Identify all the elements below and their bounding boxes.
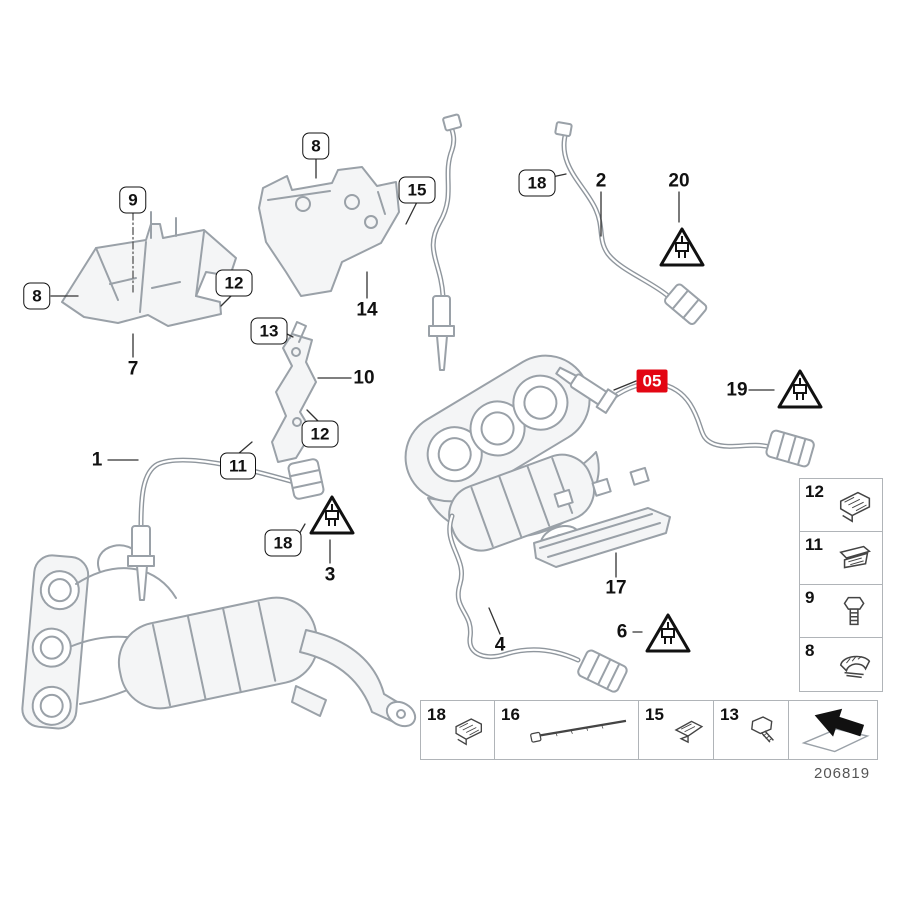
bottom-part-13[interactable]: 13 <box>714 701 789 759</box>
callout-14[interactable]: 14 <box>356 299 378 321</box>
sidebar-part-number: 8 <box>805 641 815 660</box>
hex-screw-icon <box>843 596 865 626</box>
bottom-part-16[interactable]: 16 <box>495 701 639 759</box>
cable-holder-part-17 <box>533 466 671 568</box>
cable-clip-icon <box>455 718 482 746</box>
connector-warning-icon <box>675 236 689 258</box>
callout-12-b[interactable]: 12 <box>301 420 339 448</box>
callout-4[interactable]: 4 <box>494 634 506 656</box>
callout-1[interactable]: 1 <box>91 449 103 471</box>
clamp-icon <box>839 655 871 678</box>
bottom-part-18[interactable]: 18 <box>421 701 495 759</box>
small-parts-sidebar: 12 11 9 <box>799 478 883 692</box>
cable-tie-icon <box>530 719 627 743</box>
oxygen-sensor-1-probe <box>127 525 155 601</box>
sidebar-part-12[interactable]: 12 <box>800 479 882 532</box>
connector-warning-icon <box>325 504 339 526</box>
sidebar-part-number: 9 <box>805 588 815 607</box>
sidebar-part-11[interactable]: 11 <box>800 532 882 585</box>
callout-9[interactable]: 9 <box>119 186 147 214</box>
continue-arrow-icon <box>801 708 870 753</box>
callout-05[interactable]: 05 <box>636 369 668 393</box>
warning-triangle-3 <box>309 495 355 535</box>
sidebar-part-number: 11 <box>805 535 823 554</box>
bottom-part-number: 18 <box>427 705 446 724</box>
connector-part-3 <box>287 458 325 500</box>
bottom-part-number: 13 <box>720 705 739 724</box>
sidebar-part-number: 12 <box>805 482 824 501</box>
connector-part-2 <box>664 283 708 326</box>
connector-part2-end <box>554 121 573 137</box>
diagram-number: 206819 <box>814 765 871 782</box>
connector-part-4 <box>577 649 628 693</box>
callout-11[interactable]: 11 <box>220 452 256 480</box>
continue-arrow-cell[interactable] <box>789 701 877 759</box>
oxygen-sensor-upper <box>428 295 455 371</box>
callout-3[interactable]: 3 <box>324 564 336 586</box>
exhaust-manifold-front <box>21 544 417 730</box>
callout-13[interactable]: 13 <box>250 317 288 345</box>
bottom-part-number: 15 <box>645 705 664 724</box>
callout-18-b[interactable]: 18 <box>518 169 556 197</box>
warning-triangle-19 <box>777 369 823 409</box>
callout-2[interactable]: 2 <box>595 170 607 192</box>
callout-20[interactable]: 20 <box>668 170 690 192</box>
bottom-part-15[interactable]: 15 <box>639 701 714 759</box>
callout-15[interactable]: 15 <box>398 176 436 204</box>
callout-8-a[interactable]: 8 <box>23 282 51 310</box>
bottom-part-number: 16 <box>501 705 520 724</box>
exhaust-manifold-rear <box>404 354 600 556</box>
sidebar-part-8[interactable]: 8 <box>800 638 882 691</box>
heat-shield-part-7 <box>61 211 237 327</box>
callout-12-a[interactable]: 12 <box>215 269 253 297</box>
warning-triangle-20 <box>659 227 705 267</box>
callout-10[interactable]: 10 <box>353 367 375 389</box>
bracket-part-14 <box>258 166 400 297</box>
callout-18-a[interactable]: 18 <box>264 529 302 557</box>
hex-bolt-icon <box>750 716 774 743</box>
oxygen-sensor-05-probe <box>555 366 619 414</box>
connector-warning-icon <box>661 622 675 644</box>
connector-warning-icon <box>793 378 807 400</box>
holder-clip-icon <box>674 720 704 744</box>
sidebar-part-9[interactable]: 9 <box>800 585 882 638</box>
connector-upper-end <box>442 113 463 132</box>
callout-6[interactable]: 6 <box>616 621 628 643</box>
sensor-cables <box>138 121 773 663</box>
callout-7[interactable]: 7 <box>127 358 139 380</box>
callout-19[interactable]: 19 <box>726 379 748 401</box>
warning-triangle-6 <box>645 613 691 653</box>
bracket-clip-icon <box>839 545 871 569</box>
retainer-clip-icon <box>839 491 871 523</box>
small-parts-bottom-table: 18 16 15 <box>420 700 878 760</box>
callout-8-b[interactable]: 8 <box>302 132 330 160</box>
connector-sensor-05 <box>765 429 815 468</box>
callout-17[interactable]: 17 <box>605 577 627 599</box>
